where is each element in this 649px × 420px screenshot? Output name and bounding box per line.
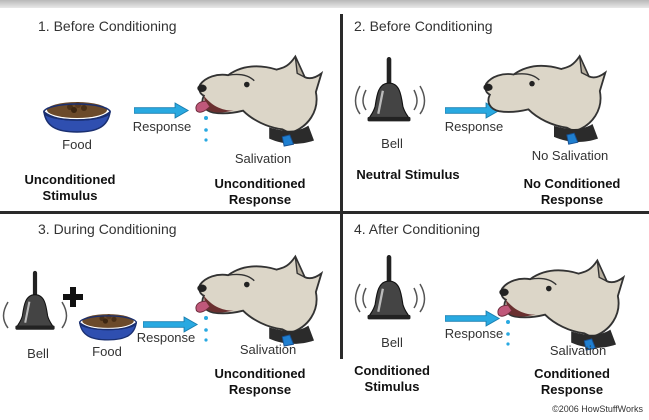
saliva-drops-icon	[204, 316, 208, 342]
response-label: Response	[444, 326, 504, 341]
panel-1-title: 1. Before Conditioning	[38, 18, 177, 34]
term-line: Unconditioned	[214, 176, 306, 191]
response-label: Response	[136, 330, 196, 345]
term-line: Stimulus	[364, 379, 420, 394]
bell-label: Bell	[381, 335, 403, 350]
response-label: Response	[132, 119, 192, 134]
response-label: Response	[444, 119, 504, 134]
term-line: Response	[540, 382, 604, 397]
bell-label: Bell	[381, 136, 403, 151]
unconditioned-stimulus-term: Unconditioned Stimulus	[18, 172, 122, 204]
no-salivation-label: No Salivation	[531, 148, 609, 163]
term-line: Neutral Stimulus	[356, 167, 460, 182]
panel-2-title: 2. Before Conditioning	[354, 18, 493, 34]
ringing-lines-icon	[354, 85, 426, 115]
conditioned-stimulus-term: Conditioned Stimulus	[346, 363, 438, 395]
term-line: Response	[540, 192, 604, 207]
food-label: Food	[62, 137, 92, 152]
response-arrow-icon	[134, 102, 190, 119]
term-line: Unconditioned	[214, 366, 306, 381]
term-line: Response	[228, 192, 292, 207]
term-line: Conditioned	[534, 366, 610, 381]
response-arrow-icon	[445, 310, 501, 327]
panel-4-title: 4. After Conditioning	[354, 221, 481, 237]
ringing-lines-icon	[354, 283, 426, 313]
salivation-label: Salivation	[234, 151, 292, 166]
term-line: Unconditioned	[24, 172, 116, 187]
saliva-drops-icon	[204, 116, 208, 142]
top-bar	[0, 0, 649, 8]
bell-label: Bell	[27, 346, 49, 361]
no-conditioned-response-term: No Conditioned Response	[512, 176, 632, 208]
term-line: Stimulus	[42, 188, 98, 203]
salivation-label: Salivation	[549, 343, 607, 358]
horizontal-divider	[0, 211, 649, 214]
unconditioned-response-term: Unconditioned Response	[205, 176, 315, 208]
plus-icon	[63, 287, 83, 307]
term-line: Conditioned	[354, 363, 430, 378]
unconditioned-response-term: Unconditioned Response	[205, 366, 315, 398]
ringing-lines-icon	[2, 301, 68, 329]
term-line: No Conditioned	[523, 176, 621, 191]
neutral-stimulus-term: Neutral Stimulus	[346, 167, 470, 183]
saliva-drops-icon	[506, 320, 510, 346]
term-line: Response	[228, 382, 292, 397]
panel-3-title: 3. During Conditioning	[38, 221, 177, 237]
vertical-divider	[340, 14, 343, 359]
food-label: Food	[92, 344, 122, 359]
copyright-credit: ©2006 HowStuffWorks	[552, 404, 643, 414]
salivation-label: Salivation	[239, 342, 297, 357]
food-bowl-icon	[42, 100, 112, 134]
conditioned-response-term: Conditioned Response	[522, 366, 622, 398]
dog-icon	[478, 36, 608, 146]
